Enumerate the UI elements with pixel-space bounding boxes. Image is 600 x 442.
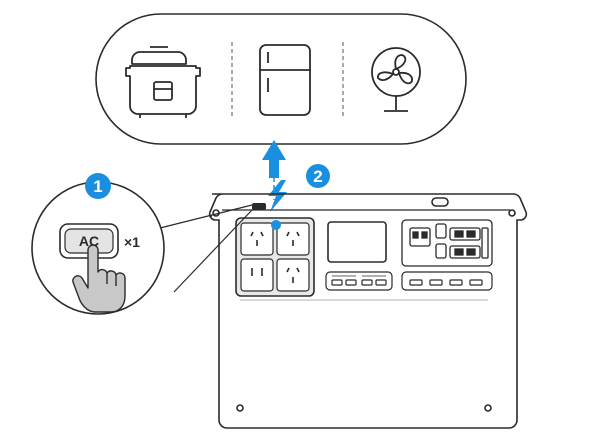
power-flow-arrow	[262, 140, 286, 200]
display-screen	[327, 221, 387, 263]
input-panel	[401, 219, 493, 267]
step-2-number: 2	[313, 167, 322, 186]
press-count-label: ×1	[124, 234, 140, 250]
hand-icon	[72, 244, 126, 313]
callout-lines	[143, 204, 253, 293]
step-1-badge	[85, 173, 111, 199]
ac-indicator-dot	[271, 220, 281, 230]
usb-ports-right	[401, 271, 493, 291]
refrigerator-icon	[259, 44, 311, 116]
unit-ac-button[interactable]	[252, 203, 266, 210]
appliance-panel	[95, 13, 467, 145]
rice-cooker-icon	[125, 46, 201, 118]
usb-ports-left	[325, 271, 393, 291]
step-1-number: 1	[93, 177, 102, 196]
step-2-badge	[306, 164, 330, 188]
ac-outlet-panel	[235, 217, 315, 297]
power-station	[208, 193, 528, 429]
lightning-icon	[268, 180, 287, 212]
fan-icon	[371, 47, 421, 112]
